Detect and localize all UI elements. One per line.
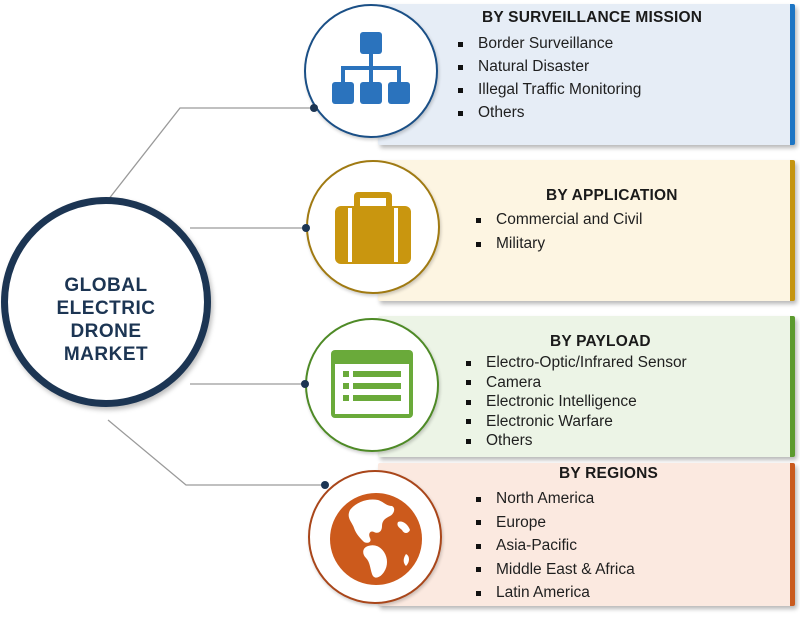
list-item: North America <box>474 487 635 511</box>
segment-panel-regions: BY REGIONS North America Europe Asia-Pac… <box>378 463 795 606</box>
list-item: Border Surveillance <box>456 32 641 55</box>
list-item: Asia-Pacific <box>474 534 635 558</box>
segment-title-payload: BY PAYLOAD <box>550 333 651 350</box>
center-title-line: ELECTRIC <box>56 298 156 319</box>
center-title-line: MARKET <box>63 344 149 365</box>
segment-panel-application: BY APPLICATION Commercial and Civil Mili… <box>378 160 795 301</box>
list-item: Camera <box>464 373 687 393</box>
icon-circle-payload <box>305 318 439 452</box>
globe-icon <box>330 493 422 585</box>
connector-line-regions <box>107 419 325 486</box>
segment-title-application: BY APPLICATION <box>546 187 678 204</box>
list-item: Latin America <box>474 581 635 605</box>
list-item: Military <box>474 232 642 256</box>
list-item: Others <box>464 431 687 451</box>
segment-list-surveillance: Border Surveillance Natural Disaster Ill… <box>456 32 641 124</box>
list-item: Europe <box>474 511 635 535</box>
segment-panel-surveillance: BY SURVEILLANCE MISSION Border Surveilla… <box>378 4 795 145</box>
list-item: Illegal Traffic Monitoring <box>456 78 641 101</box>
center-hub: GLOBAL ELECTRIC DRONE MARKET <box>1 197 211 407</box>
connector-line-surveillance <box>107 107 314 201</box>
list-window-icon <box>331 350 413 418</box>
segment-list-regions: North America Europe Asia-Pacific Middle… <box>474 487 635 605</box>
list-item: Others <box>456 101 641 124</box>
list-item: Middle East & Africa <box>474 558 635 582</box>
list-item: Electronic Intelligence <box>464 392 687 412</box>
icon-circle-surveillance <box>304 4 438 138</box>
hierarchy-icon <box>332 32 410 104</box>
segment-list-application: Commercial and Civil Military <box>474 208 642 256</box>
list-item: Commercial and Civil <box>474 208 642 232</box>
segment-panel-payload: BY PAYLOAD Electro-Optic/Infrared Sensor… <box>378 316 795 457</box>
center-title: GLOBAL ELECTRIC DRONE MARKET <box>8 274 204 366</box>
briefcase-icon <box>335 192 411 264</box>
segment-list-payload: Electro-Optic/Infrared Sensor Camera Ele… <box>464 353 687 451</box>
icon-circle-regions <box>308 470 442 604</box>
list-item: Electronic Warfare <box>464 412 687 432</box>
segment-title-regions: BY REGIONS <box>559 465 659 482</box>
segment-title-surveillance: BY SURVEILLANCE MISSION <box>482 9 703 26</box>
center-title-line: DRONE <box>70 321 142 342</box>
icon-circle-application <box>306 160 440 294</box>
center-title-line: GLOBAL <box>64 275 148 296</box>
list-item: Electro-Optic/Infrared Sensor <box>464 353 687 373</box>
list-item: Natural Disaster <box>456 55 641 78</box>
